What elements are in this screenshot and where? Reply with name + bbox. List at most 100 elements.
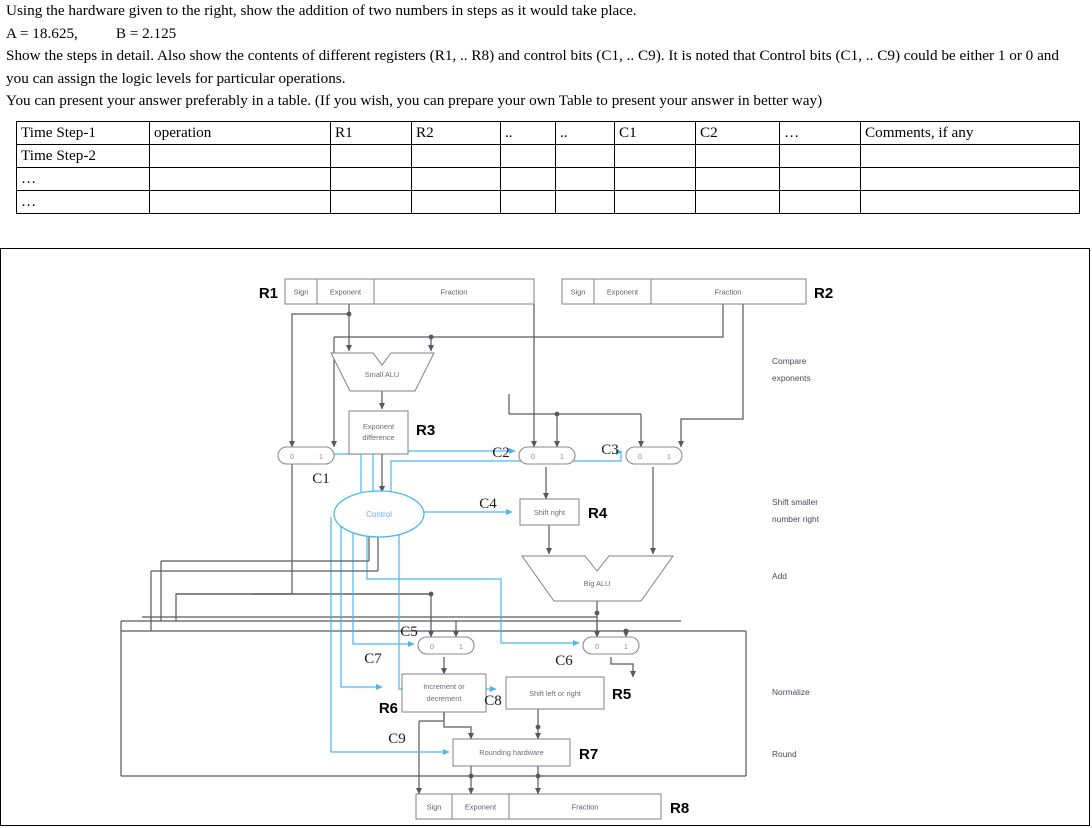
question-line-4: You can present your answer preferably i…: [6, 92, 823, 110]
table-cell-c2[interactable]: [695, 189, 780, 214]
question-text-block: Using the hardware given to the right, s…: [0, 0, 1092, 113]
table-cell-ellipsis[interactable]: [779, 166, 861, 191]
table-cell-dots-1[interactable]: [500, 143, 556, 168]
control-bit-label-c3: C3: [601, 442, 619, 458]
table-header-cell-dots-1: ..: [500, 120, 556, 145]
r2-register-name: R2: [814, 285, 833, 302]
table-cell-comments[interactable]: [860, 166, 1080, 191]
mux-c6-shape[interactable]: [582, 636, 640, 655]
table-row: …: [16, 166, 1080, 191]
question-line-3: Show the steps in detail. Also show the …: [6, 47, 1063, 87]
mux-c5-input-0: 0: [430, 644, 434, 651]
mux-c1-shape[interactable]: [277, 446, 335, 465]
r7-register-name: R7: [579, 746, 598, 763]
table-cell-c2[interactable]: [695, 166, 780, 191]
shift-right-label: Shift right: [534, 508, 565, 517]
r1-exponent-label: Exponent: [330, 288, 361, 297]
control-unit[interactable]: Control: [333, 490, 425, 538]
r4-register-name: R4: [588, 505, 608, 522]
table-cell-r1[interactable]: [330, 166, 412, 191]
mux-c5[interactable]: 0 1 C5: [400, 624, 475, 655]
increment-decrement-box: [401, 673, 487, 713]
table-cell-dots-2[interactable]: [555, 189, 615, 214]
table-cell-comments[interactable]: [860, 143, 1080, 168]
table-cell-c1[interactable]: [614, 166, 696, 191]
mux-c2-input-1: 1: [560, 454, 564, 461]
increment-decrement-label-line2: decrement: [427, 694, 462, 703]
table-row: …: [16, 189, 1080, 214]
rounding-hardware-unit: Rounding hardware R7 C9: [388, 731, 598, 767]
increment-decrement-label-line1: Increment or: [423, 682, 465, 691]
table-header-cell-r2: R2: [411, 120, 501, 145]
table-cell-operation[interactable]: [149, 143, 331, 168]
control-bit-label-c1: C1: [312, 471, 330, 487]
r8-fraction-field: [508, 793, 662, 820]
table-header-cell-dots-2: ..: [555, 120, 615, 145]
table-cell-c2[interactable]: [695, 143, 780, 168]
control-signal-wires: [150, 447, 623, 756]
table-cell-r1[interactable]: [330, 189, 412, 214]
control-bit-label-c4: C4: [479, 496, 497, 512]
mux-c2-shape[interactable]: [518, 446, 576, 465]
mux-c2[interactable]: 0 1 C2: [492, 445, 576, 465]
table-cell-time-step[interactable]: …: [16, 189, 150, 214]
mux-c6[interactable]: 0 1 C6: [555, 636, 640, 669]
r6-register-name: R6: [379, 700, 398, 717]
r8-fraction-label: Fraction: [572, 803, 599, 812]
answer-table-container: Time Step-1 operation R1 R2 .. .. C1 C2 …: [0, 120, 1092, 214]
table-cell-operation[interactable]: [149, 189, 331, 214]
r2-sign-field: [561, 278, 595, 305]
table-cell-dots-2[interactable]: [555, 143, 615, 168]
mux-c6-input-0: 0: [595, 644, 599, 651]
r1-register-name: R1: [259, 285, 278, 302]
small-alu-unit: Small ALU: [330, 352, 435, 392]
table-cell-dots-1[interactable]: [500, 166, 556, 191]
table-cell-comments[interactable]: [860, 189, 1080, 214]
stage-labels: Compare exponents Shift smaller number r…: [772, 356, 820, 759]
table-header-cell-r1: R1: [330, 120, 412, 145]
mux-c3-input-1: 1: [667, 454, 671, 461]
r5-register-name: R5: [612, 686, 631, 703]
control-ellipse[interactable]: [333, 490, 425, 538]
table-cell-time-step[interactable]: …: [16, 166, 150, 191]
question-line-1: Using the hardware given to the right, s…: [6, 2, 637, 19]
table-cell-ellipsis[interactable]: [779, 143, 861, 168]
mux-c3-input-0: 0: [638, 454, 642, 461]
stage-shift-smaller-line1: Shift smaller: [772, 497, 818, 507]
r8-sign-label: Sign: [427, 803, 442, 812]
r1-fraction-label: Fraction: [441, 288, 468, 297]
stage-add-label: Add: [772, 571, 787, 581]
control-bit-label-c8: C8: [484, 693, 502, 709]
mux-c3-shape[interactable]: [625, 446, 683, 465]
table-cell-r2[interactable]: [411, 166, 501, 191]
rounding-hardware-box: [452, 738, 571, 767]
stage-normalize-label: Normalize: [772, 687, 810, 697]
table-cell-time-step[interactable]: Time Step-2: [16, 143, 150, 168]
control-bit-label-c7: C7: [364, 651, 382, 667]
answer-table: Time Step-1 operation R1 R2 .. .. C1 C2 …: [16, 120, 1080, 214]
small-alu-shape: [330, 352, 435, 392]
table-cell-dots-2[interactable]: [555, 166, 615, 191]
control-label: Control: [366, 510, 392, 519]
table-cell-r2[interactable]: [411, 189, 501, 214]
table-cell-r2[interactable]: [411, 143, 501, 168]
mux-c1[interactable]: 0 1 C1: [277, 446, 335, 487]
table-cell-operation[interactable]: [149, 166, 331, 191]
exponent-difference-box: [348, 410, 409, 455]
r8-register-name: R8: [670, 800, 689, 817]
table-cell-dots-1[interactable]: [500, 189, 556, 214]
mux-c5-shape[interactable]: [417, 636, 475, 655]
table-header-cell-c2: C2: [695, 120, 780, 145]
mux-c1-input-1: 1: [319, 454, 323, 461]
table-cell-c1[interactable]: [614, 189, 696, 214]
register-r8: Sign Exponent Fraction R8: [415, 793, 689, 820]
table-cell-ellipsis[interactable]: [779, 189, 861, 214]
table-cell-c1[interactable]: [614, 143, 696, 168]
r2-fraction-label: Fraction: [715, 288, 742, 297]
exponent-difference-unit: Exponent difference R3: [348, 410, 435, 455]
control-bit-label-c6: C6: [555, 653, 573, 669]
r8-exponent-field: [451, 793, 510, 820]
mux-c3[interactable]: 0 1 C3: [601, 442, 683, 465]
table-cell-r1[interactable]: [330, 143, 412, 168]
control-bit-label-c5: C5: [400, 624, 418, 640]
